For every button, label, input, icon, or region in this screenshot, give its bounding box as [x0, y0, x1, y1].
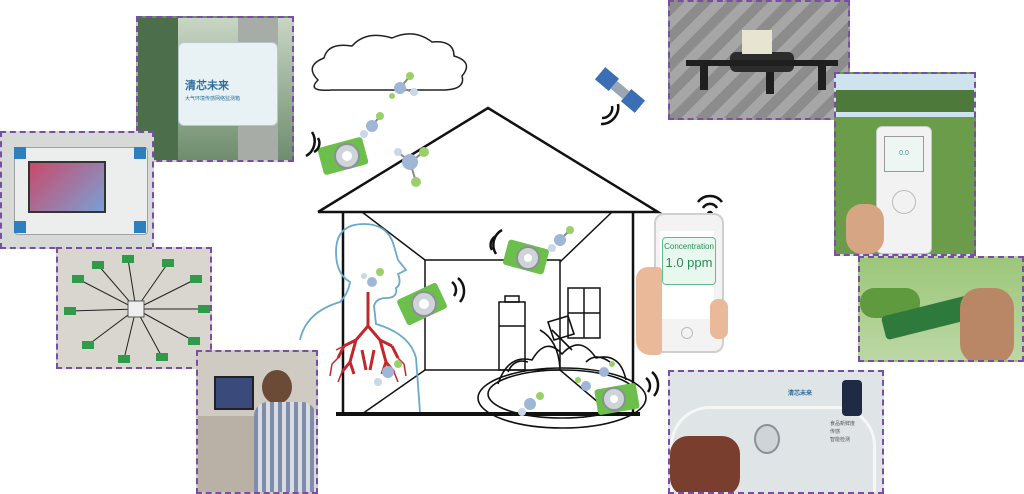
- photo-lab-instrument: [0, 131, 154, 249]
- photo-outdoor-monitor-box: 清芯未来 大气环境传感网络监测箱: [136, 16, 294, 162]
- corner-brackets: [14, 147, 26, 159]
- sensor-array-graphic: [64, 255, 210, 363]
- sub-text: 大气环境传感网络监测箱: [185, 96, 241, 102]
- wifi-signal-icon: [600, 103, 620, 126]
- food-plate-icon: [477, 315, 647, 429]
- lungs-icon: [329, 292, 407, 383]
- monitor-box: 清芯未来 大气环境传感网络监测箱: [178, 42, 278, 126]
- drone-arm: [686, 60, 838, 66]
- logo-text: 清芯未来: [185, 80, 229, 92]
- gas-molecule-icon: [374, 360, 402, 386]
- gas-molecule-icon: [394, 147, 429, 187]
- feature-line-1: 食品新鲜度: [830, 421, 856, 427]
- concentration-label: Concentration: [664, 242, 714, 251]
- person-head: [262, 370, 292, 404]
- hand: [636, 267, 662, 355]
- photo-handheld-detector: 0.0: [834, 72, 976, 256]
- wifi-signal-icon: [645, 371, 660, 397]
- photo-drone: [668, 0, 850, 120]
- sensor-chip-icon: [317, 137, 369, 175]
- meat: [670, 436, 740, 492]
- wifi-signal-icon: [305, 131, 321, 158]
- detector-screen: 0.0: [884, 136, 924, 172]
- drone-leg: [700, 64, 708, 90]
- photo-person-breath-test: [196, 350, 318, 494]
- detector-button: [892, 190, 916, 214]
- wifi-signal-icon: [489, 228, 503, 255]
- gas-molecule-icon: [389, 72, 418, 99]
- concentration-value: 1.0 ppm: [665, 255, 713, 270]
- hand: [846, 204, 884, 254]
- photo-smart-food-container: 清芯未来 食品新鲜度 传感 智能检测: [668, 370, 884, 494]
- logo-text: 清芯未来: [788, 391, 813, 397]
- photo-probe-sensor: [858, 256, 1024, 362]
- trees: [836, 90, 974, 112]
- sensor-chip-icon: [397, 283, 447, 325]
- phone-mini: [842, 380, 862, 416]
- instrument-screen: [28, 161, 106, 213]
- feature-line-2: 传感: [830, 429, 841, 435]
- sensor-chip-icon: [594, 383, 640, 415]
- gas-molecule-icon: [548, 226, 574, 252]
- wifi-signal-icon: [451, 277, 466, 303]
- hand: [960, 288, 1014, 360]
- feature-line-3: 智能检测: [830, 437, 851, 443]
- gas-molecule-icon: [361, 268, 384, 287]
- sensor-disc: [754, 424, 780, 454]
- gas-molecule-icon: [360, 112, 384, 138]
- human-body-outline: [299, 223, 421, 413]
- satellite-icon: [594, 67, 646, 113]
- drone-payload: [742, 30, 772, 54]
- home-button: [681, 327, 693, 339]
- cloud-icon: [311, 33, 468, 92]
- smartphone: Concentration 1.0 ppm: [636, 207, 728, 355]
- hand-thumb: [710, 299, 728, 339]
- person-body: [254, 402, 316, 492]
- concentration-display: Concentration 1.0 ppm: [662, 237, 716, 285]
- sensor-chip-icon: [503, 239, 549, 275]
- gas-molecule-icon: [518, 361, 615, 416]
- photo-sensor-array: [56, 247, 212, 369]
- monitor: [214, 376, 254, 410]
